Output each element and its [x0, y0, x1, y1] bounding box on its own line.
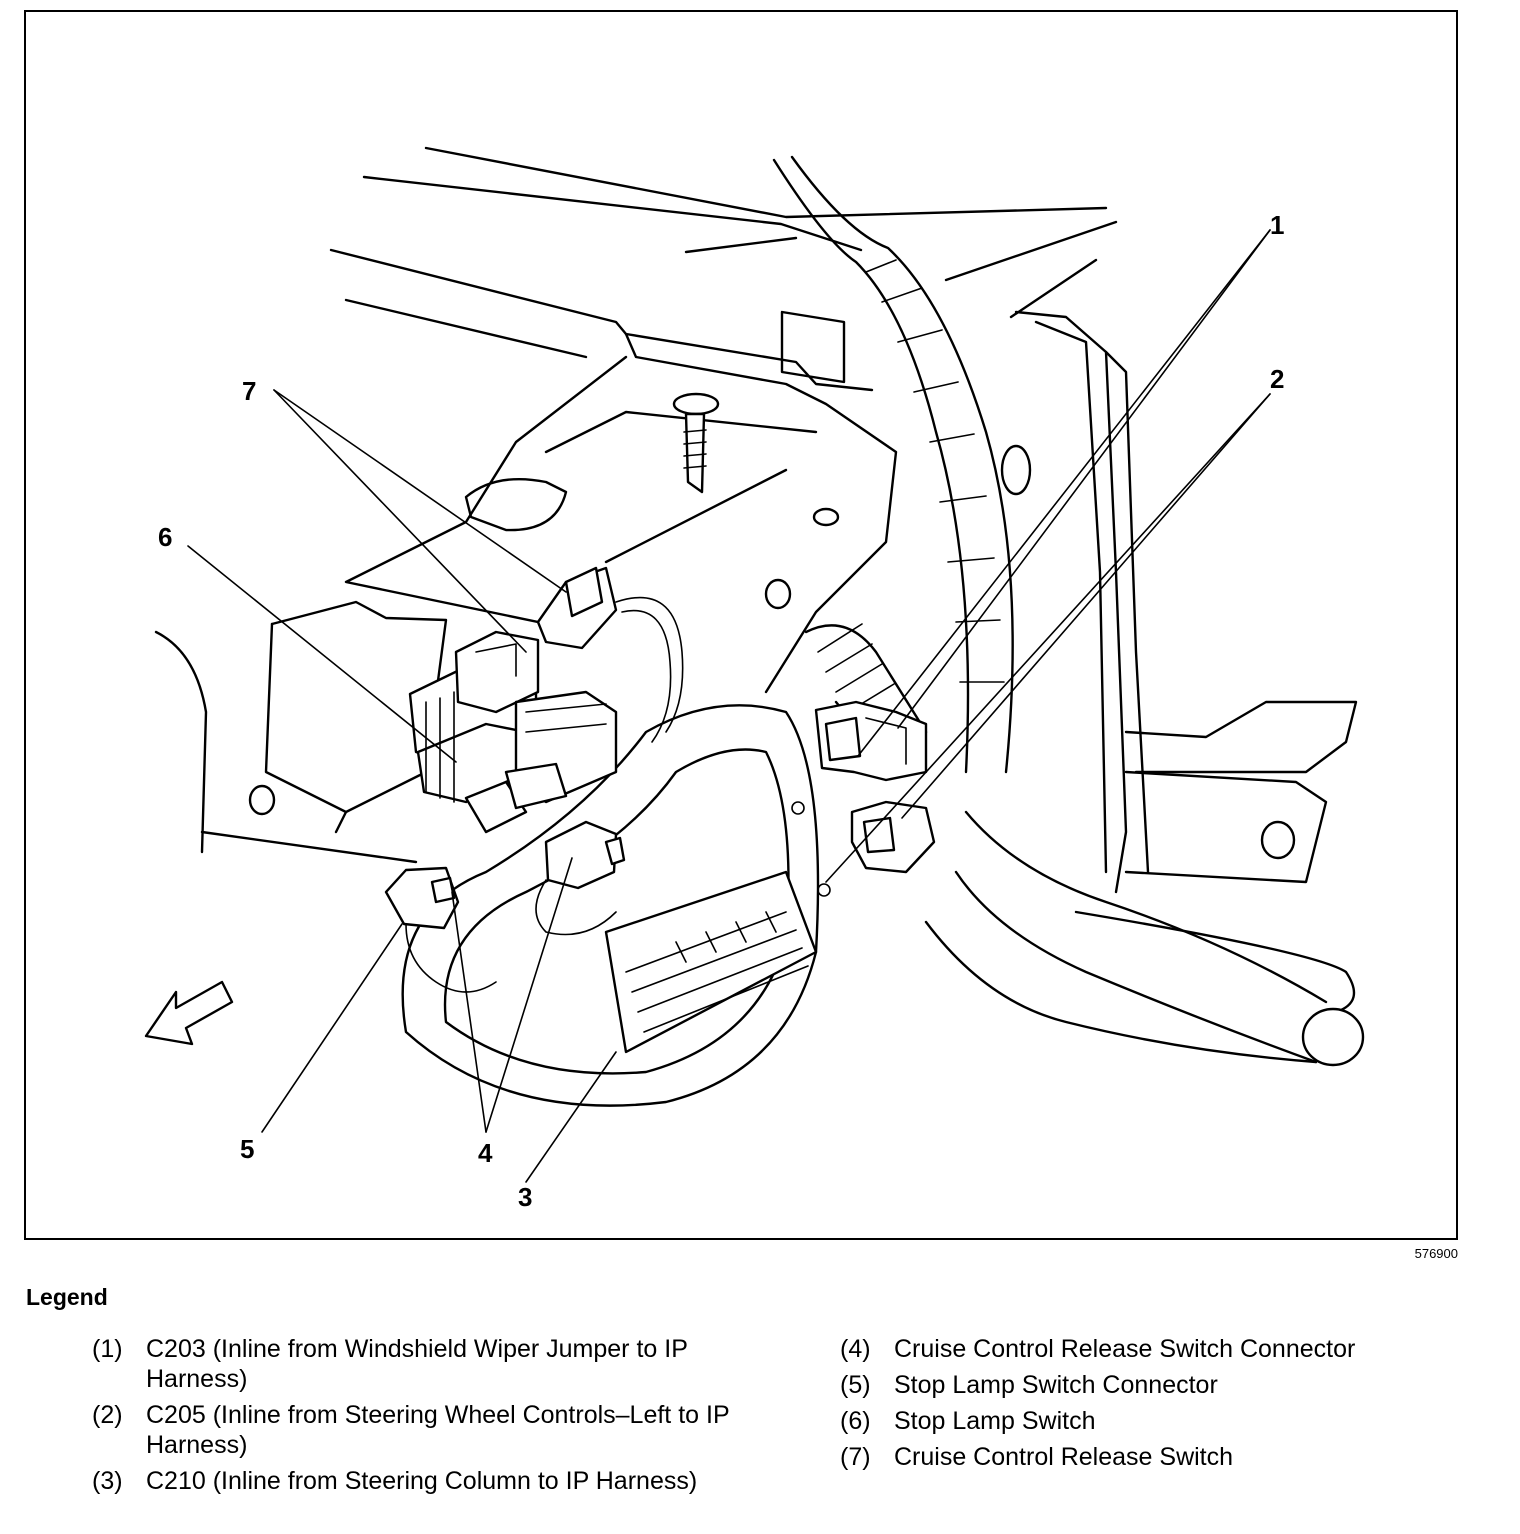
line-drawing: 1 2 3 4 5 6 7 — [144, 146, 1365, 1212]
legend-item: (1) C203 (Inline from Windshield Wiper J… — [92, 1334, 732, 1394]
cruise-release-switch-lower — [454, 630, 540, 714]
callout-5: 5 — [240, 1134, 254, 1164]
left-panel-edge — [154, 630, 208, 854]
legend-number: (3) — [92, 1467, 123, 1495]
legend-number: (6) — [840, 1407, 871, 1435]
figure-id: 576900 — [1414, 1246, 1458, 1261]
callout-3: 3 — [518, 1182, 532, 1212]
legend-text: Stop Lamp Switch Connector — [894, 1371, 1218, 1399]
cross-bar — [1124, 700, 1358, 774]
harness-end — [1301, 1007, 1365, 1067]
stop-lamp-connector — [384, 866, 497, 993]
dash-top-panel — [329, 248, 874, 392]
legend-item: (3) C210 (Inline from Steering Column to… — [92, 1466, 732, 1496]
legend-text: C210 (Inline from Steering Column to IP … — [146, 1467, 698, 1495]
legend-text: Cruise Control Release Switch — [894, 1443, 1234, 1471]
legend-number: (5) — [840, 1371, 871, 1399]
c203-connector — [814, 700, 928, 782]
callout-2: 2 — [1270, 364, 1284, 394]
switch-bracket — [464, 690, 618, 834]
legend-item: (6) Stop Lamp Switch — [840, 1406, 1480, 1436]
legend-number: (7) — [840, 1443, 871, 1471]
panel-cutout — [780, 310, 846, 384]
main-harness — [772, 158, 970, 774]
left-dash-panel — [270, 600, 448, 814]
callout-7: 7 — [242, 376, 256, 406]
legend-title: Legend — [26, 1284, 108, 1310]
legend-text: Stop Lamp Switch — [894, 1407, 1096, 1435]
legend-column-left: (1) C203 (Inline from Windshield Wiper J… — [92, 1334, 732, 1502]
dash-upper-edge — [424, 146, 1108, 219]
leader-lines — [187, 229, 1271, 1183]
lower-harness — [964, 810, 1328, 1004]
steering-column-shaft — [804, 624, 928, 764]
bracket-hole — [812, 507, 840, 527]
legend-text: Cruise Control Release Switch Connector — [894, 1335, 1356, 1363]
c210-connector — [604, 870, 818, 1054]
callout-1: 1 — [1270, 210, 1284, 240]
right-pillar — [1014, 310, 1128, 894]
legend-item: (7) Cruise Control Release Switch — [840, 1442, 1480, 1472]
legend-item: (4) Cruise Control Release Switch Connec… — [840, 1334, 1480, 1364]
callout-6: 6 — [158, 522, 172, 552]
diagram-figure: 1 2 3 4 5 6 7 — [24, 10, 1458, 1240]
legend-text: C205 (Inline from Steering Wheel Control… — [146, 1401, 730, 1459]
c205-connector — [850, 800, 936, 874]
bolt — [672, 392, 720, 494]
cruise-release-switch-upper — [536, 566, 684, 743]
knee-bracket — [624, 332, 898, 694]
legend-number: (1) — [92, 1335, 123, 1363]
legend-item: (5) Stop Lamp Switch Connector — [840, 1370, 1480, 1400]
legend-number: (2) — [92, 1401, 123, 1429]
callout-4: 4 — [478, 1138, 493, 1168]
bracket-hole — [764, 578, 792, 610]
legend-column-right: (4) Cruise Control Release Switch Connec… — [840, 1334, 1480, 1478]
column-opening — [401, 704, 820, 1107]
legend-text: C203 (Inline from Windshield Wiper Jumpe… — [146, 1335, 688, 1393]
front-arrow — [144, 980, 234, 1046]
cruise-release-connector — [535, 820, 626, 936]
legend-number: (4) — [840, 1335, 871, 1363]
oval-cutout — [464, 477, 568, 532]
legend-item: (2) C205 (Inline from Steering Wheel Con… — [92, 1400, 732, 1460]
